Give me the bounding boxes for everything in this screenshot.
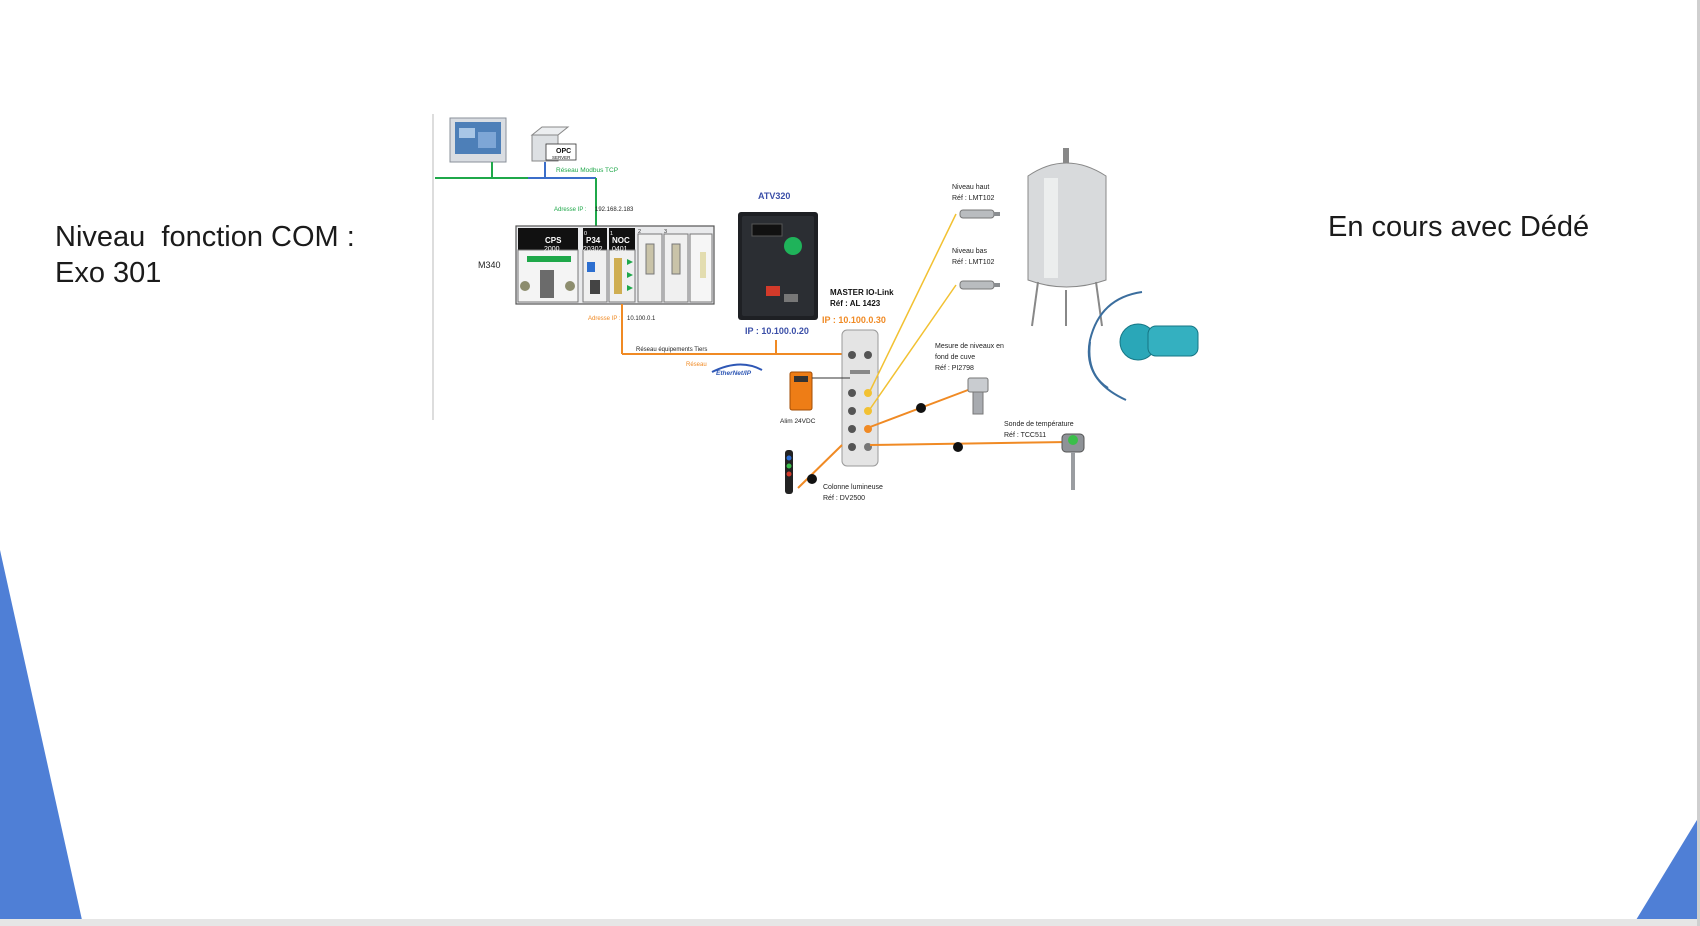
psu-label: Alim 24VDC xyxy=(780,418,816,425)
level-low-sensor-icon xyxy=(959,280,1000,290)
level-low-label: Niveau bas xyxy=(952,248,988,255)
module-cps-ref: 2000 xyxy=(544,246,560,253)
temp-probe-label: Sonde de température xyxy=(1004,421,1074,428)
right-border xyxy=(1697,0,1700,926)
opc-server-icon: OPC SERVER xyxy=(530,126,577,162)
modbus-network-lines xyxy=(435,162,597,226)
opc-sub-label: SERVER xyxy=(552,155,571,160)
light-column-icon xyxy=(785,450,793,494)
ethernetip-logo-icon: EtherNet/IP xyxy=(711,363,763,377)
master-ref: Réf : AL 1423 xyxy=(830,299,881,308)
module-noc-ref: 0401 xyxy=(612,246,628,253)
bottom-border xyxy=(0,919,1700,926)
plc-name: M340 xyxy=(478,260,501,270)
slide-title-line2: Exo 301 xyxy=(55,257,162,289)
ethernetip-label: EtherNet/IP xyxy=(716,370,752,377)
level-measure-line2: fond de cuve xyxy=(935,354,975,361)
reseau-label: Réseau xyxy=(686,362,707,368)
pump-icon xyxy=(1087,291,1199,401)
level-measure-ref: Réf : PI2798 xyxy=(935,365,974,372)
slide-title-line1: Niveau fonction COM : xyxy=(55,221,355,253)
iolink-master-icon xyxy=(841,329,879,467)
slide-title: Niveau fonction COM : Exo 301 xyxy=(55,219,355,291)
level-high-sensor-icon xyxy=(959,209,1000,219)
connector-icons xyxy=(807,403,963,484)
module-p34: P34 xyxy=(586,236,601,245)
master-title: MASTER IO-Link xyxy=(830,288,894,297)
slot-2: 2 xyxy=(638,229,641,235)
status-text: En cours avec Dédé xyxy=(1328,211,1590,243)
temp-probe-icon xyxy=(1061,433,1085,490)
module-cps: CPS xyxy=(545,236,562,245)
light-column-label: Colonne lumineuse xyxy=(823,484,883,491)
tiers-network-label: Réseau équipements Tiers xyxy=(636,347,707,353)
module-noc: NOC xyxy=(612,236,630,245)
ethernet-network-lines xyxy=(621,304,842,355)
module-p34-ref: 20302 xyxy=(583,246,603,253)
network-diagram: OPC SERVER Réseau Modbus TCP Adresse IP … xyxy=(432,114,1199,502)
drive-ip: IP : 10.100.0.20 xyxy=(745,326,809,336)
slot-0: 0 xyxy=(584,231,587,237)
opc-label: OPC xyxy=(556,148,571,155)
level-high-label: Niveau haut xyxy=(952,184,989,191)
pressure-sensor-icon xyxy=(967,377,989,415)
tank-icon xyxy=(1027,148,1107,327)
hmi-screen-icon xyxy=(449,117,507,163)
level-high-ref: Réf : LMT102 xyxy=(952,195,995,202)
modbus-network-label: Réseau Modbus TCP xyxy=(556,167,618,174)
master-ip: IP : 10.100.0.30 xyxy=(822,315,886,325)
level-measure-line1: Mesure de niveaux en xyxy=(935,343,1004,350)
m340-rack xyxy=(515,225,715,305)
address-ip-1-label: Adresse IP : xyxy=(554,207,587,213)
slot-3: 3 xyxy=(664,229,667,235)
right-accent-triangle xyxy=(1636,815,1700,920)
address-ip-1: 192.168.2.183 xyxy=(595,207,634,213)
address-ip-2: 10.100.0.1 xyxy=(627,316,656,322)
atv320-drive-icon xyxy=(738,212,818,320)
psu-icon xyxy=(789,371,850,411)
level-low-ref: Réf : LMT102 xyxy=(952,259,995,266)
slot-1: 1 xyxy=(610,231,613,237)
address-ip-2-label: Adresse IP : xyxy=(588,316,621,322)
temp-probe-ref: Réf : TCC511 xyxy=(1004,432,1046,439)
drive-name: ATV320 xyxy=(758,191,790,201)
left-accent-triangle xyxy=(0,550,82,920)
light-column-ref: Réf : DV2500 xyxy=(823,495,865,502)
